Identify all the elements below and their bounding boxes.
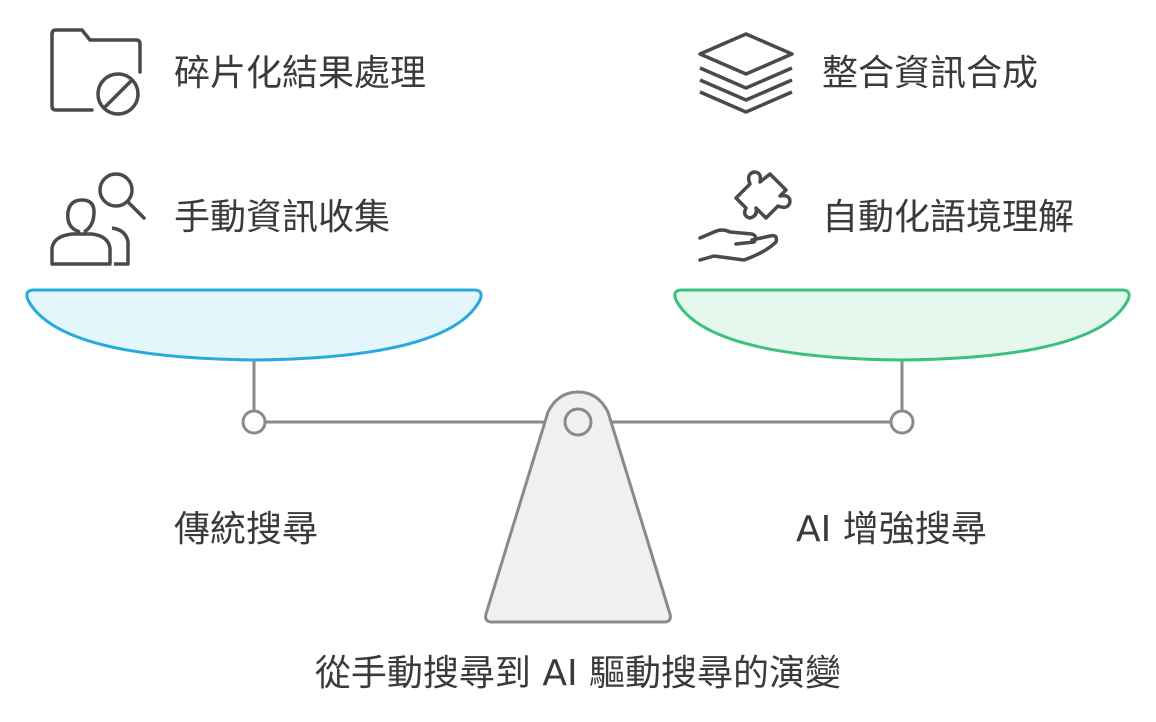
left-item-label-fragmented: 碎片化結果處理 [174, 53, 427, 94]
people-search-icon [48, 168, 148, 268]
left-pivot-knob [241, 409, 267, 435]
fulcrum-pivot [563, 407, 593, 437]
left-pan [25, 288, 483, 362]
left-item-label-manual: 手動資訊收集 [174, 197, 391, 238]
fulcrum [484, 390, 672, 624]
folder-blocked-icon [48, 26, 148, 118]
puzzle-hand-icon [696, 168, 796, 268]
diagram-title: 從手動搜尋到 AI 驅動搜尋的演變 [314, 653, 842, 694]
layers-icon [696, 30, 796, 116]
right-item-label-automated: 自動化語境理解 [822, 197, 1075, 238]
left-caption: 傳統搜尋 [174, 509, 319, 550]
right-caption: AI 增強搜尋 [796, 509, 987, 550]
right-pan [673, 288, 1131, 362]
right-item-label-integrated: 整合資訊合成 [822, 53, 1039, 94]
right-pivot-knob [889, 409, 915, 435]
